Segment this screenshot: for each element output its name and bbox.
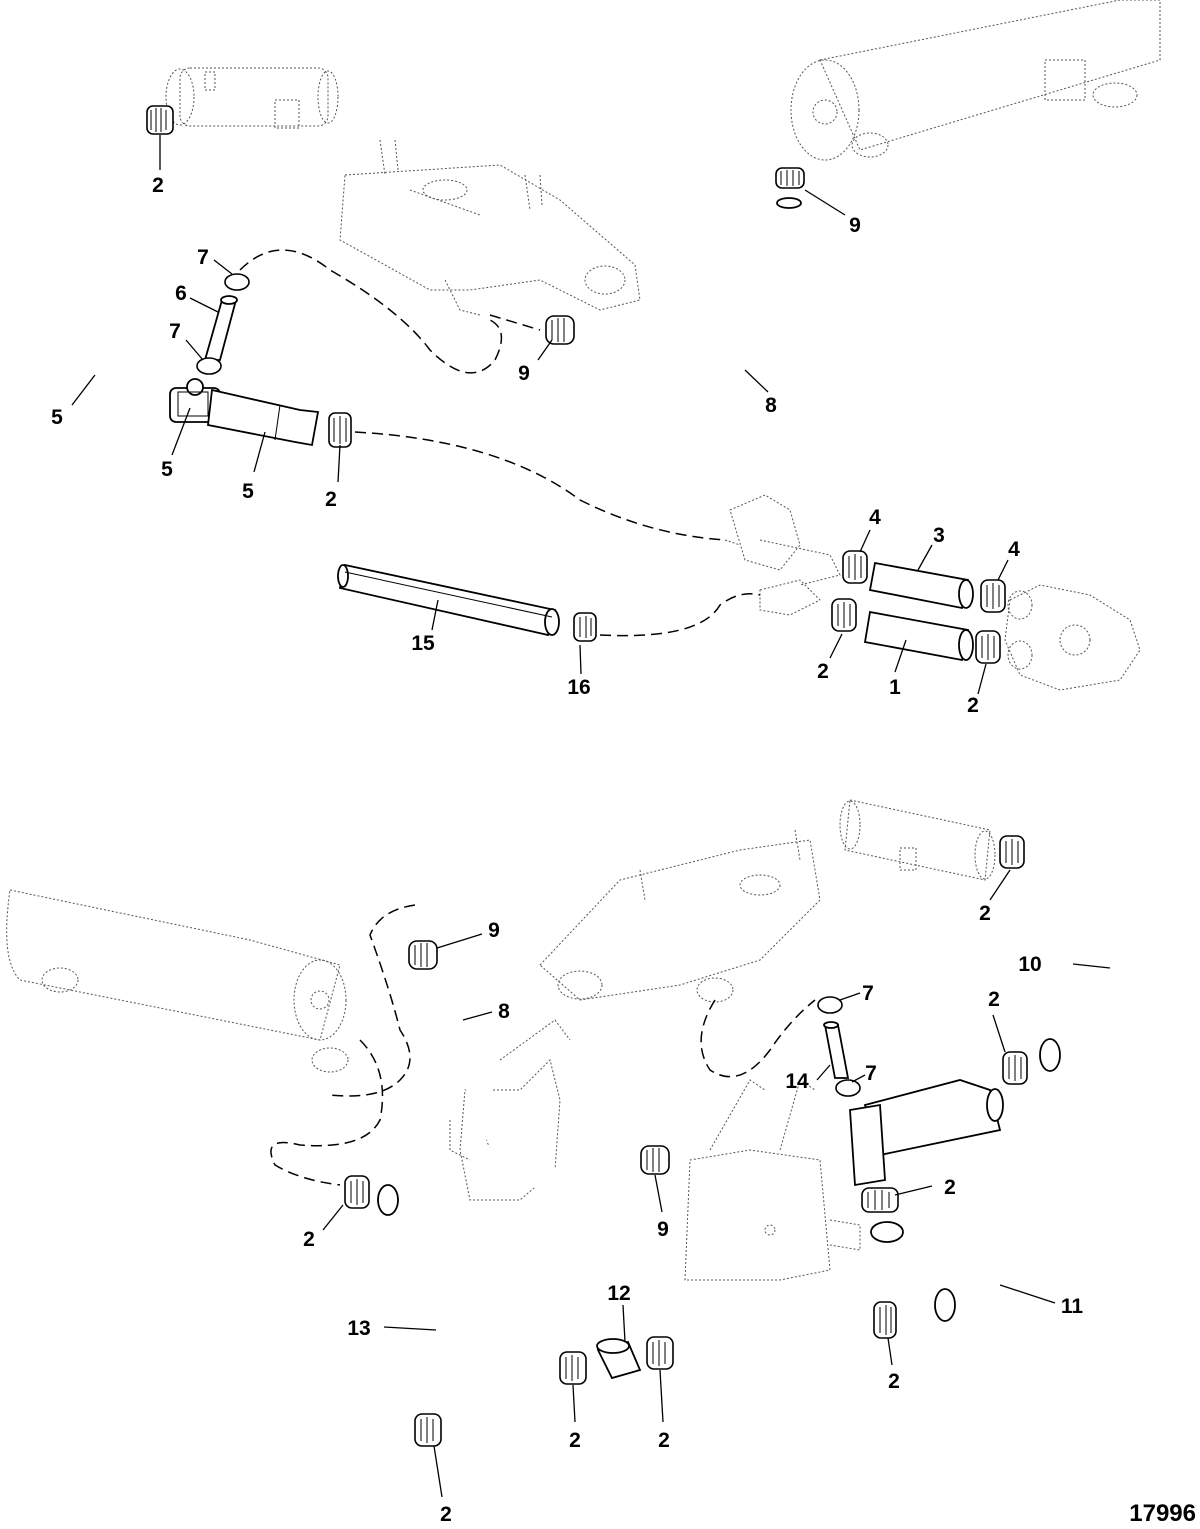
clamp-7-upper — [224, 273, 250, 291]
clamp-2-hose1-left — [831, 598, 857, 632]
callout-12: 12 — [607, 1282, 630, 1305]
tee-fitting-lower — [849, 1079, 1004, 1187]
hose-5-main — [52, 109, 205, 405]
hose-1 — [863, 610, 974, 662]
clamp-2-hose10-bottom — [1002, 1051, 1028, 1085]
clamp-2-top-left — [146, 105, 174, 135]
clamp-2-hose10-top — [999, 835, 1025, 869]
hose-8-upper — [569, 189, 802, 382]
callout-11: 11 — [1061, 1295, 1084, 1318]
hose-8-lower — [423, 973, 652, 1192]
callout-5: 5 — [242, 480, 254, 503]
large-cooler-ghost — [790, 0, 1161, 161]
route-line-9 — [489, 314, 541, 331]
hose-5-straight — [207, 388, 320, 447]
leader-lines — [71, 135, 1111, 1498]
callout-2: 2 — [303, 1228, 315, 1251]
callout-10: 10 — [1018, 953, 1041, 976]
clamp-16 — [573, 612, 597, 642]
hose-13 — [342, 1184, 458, 1468]
route-line-5 — [354, 431, 726, 541]
clamp-9-upper-right — [775, 167, 805, 189]
fuel-cooler-box-ghost — [684, 1079, 861, 1281]
callout-9: 9 — [488, 919, 500, 942]
callout-16: 16 — [567, 676, 590, 699]
callout-5: 5 — [51, 406, 63, 429]
hose-10 — [1030, 851, 1130, 1072]
exhaust-manifold-lower-ghost — [539, 829, 821, 1003]
clamp-2-hose1-right — [975, 630, 1001, 664]
tee-fitting-5 — [169, 378, 221, 423]
clamp-2-hose13-top — [344, 1175, 370, 1209]
clamp-2-pump-left — [414, 1413, 442, 1447]
clamp-9-upper-mid — [545, 315, 575, 345]
callout-8: 8 — [498, 1000, 510, 1023]
callout-2: 2 — [967, 694, 979, 717]
callout-2: 2 — [888, 1370, 900, 1393]
clamp-7-lower-top — [817, 996, 843, 1014]
callout-2: 2 — [152, 174, 164, 197]
clamp-2-hose11-top — [861, 1187, 899, 1213]
callout-7: 7 — [865, 1062, 877, 1085]
clamp-4-left — [842, 550, 868, 584]
callout-1: 1 — [889, 676, 901, 699]
small-cooler-lower-ghost — [839, 799, 996, 881]
callout-2: 2 — [817, 660, 829, 683]
callout-9: 9 — [849, 214, 861, 237]
callout-14: 14 — [785, 1070, 809, 1093]
hose-11 — [870, 1221, 1021, 1322]
water-pump-ghost — [1004, 584, 1141, 691]
callout-13: 13 — [347, 1317, 370, 1340]
callout-2: 2 — [440, 1503, 452, 1526]
clamp-7-lower — [196, 357, 222, 375]
clamp-2-hose12-right — [646, 1336, 674, 1370]
clamp-2-hose12-left — [559, 1351, 587, 1385]
callout-7: 7 — [862, 982, 874, 1005]
callout-2: 2 — [569, 1429, 581, 1452]
route-line-15 — [599, 593, 761, 637]
route-line-6 — [239, 249, 503, 374]
callout-5: 5 — [161, 458, 173, 481]
callout-2: 2 — [944, 1176, 956, 1199]
callout-7: 7 — [169, 320, 181, 343]
callout-9: 9 — [518, 362, 530, 385]
thermostat-housing-ghost — [724, 494, 841, 616]
small-cooler-ghost — [165, 67, 339, 129]
callout-3: 3 — [933, 524, 945, 547]
route-line-14 — [700, 999, 816, 1078]
hose-14 — [823, 1021, 850, 1079]
large-cooler-lower-ghost — [6, 889, 349, 1073]
callout-labels: 2 7 6 7 5 5 5 2 9 9 8 4 3 4 15 16 2 1 2 … — [51, 174, 1083, 1526]
clamp-9-lower-bottom — [640, 1145, 670, 1175]
callout-2: 2 — [658, 1429, 670, 1452]
hose-6 — [203, 295, 238, 361]
exhaust-manifold-upper-ghost — [339, 139, 641, 316]
callout-4: 4 — [869, 506, 881, 529]
hose-12 — [596, 1338, 642, 1380]
callout-9: 9 — [657, 1218, 669, 1241]
clamp-4-right — [980, 579, 1006, 613]
clamp-9-lower-top — [408, 940, 438, 970]
hose-3 — [868, 561, 974, 610]
clamp-2-mid-left — [328, 412, 352, 448]
callout-7: 7 — [197, 246, 209, 269]
callout-2: 2 — [325, 488, 337, 511]
callout-4: 4 — [1008, 538, 1020, 561]
clamp-2-box-right — [873, 1301, 897, 1339]
route-line-13 — [270, 1039, 384, 1186]
hose-15 — [337, 563, 560, 637]
callout-2: 2 — [988, 988, 1000, 1011]
callout-15: 15 — [411, 632, 435, 655]
callout-2: 2 — [979, 902, 991, 925]
route-line-9-lower — [329, 904, 416, 1097]
callout-8: 8 — [765, 394, 777, 417]
figure-number: 17996 — [1129, 1500, 1196, 1527]
callout-6: 6 — [175, 282, 187, 305]
clamp-7-lower-bottom — [835, 1079, 861, 1097]
